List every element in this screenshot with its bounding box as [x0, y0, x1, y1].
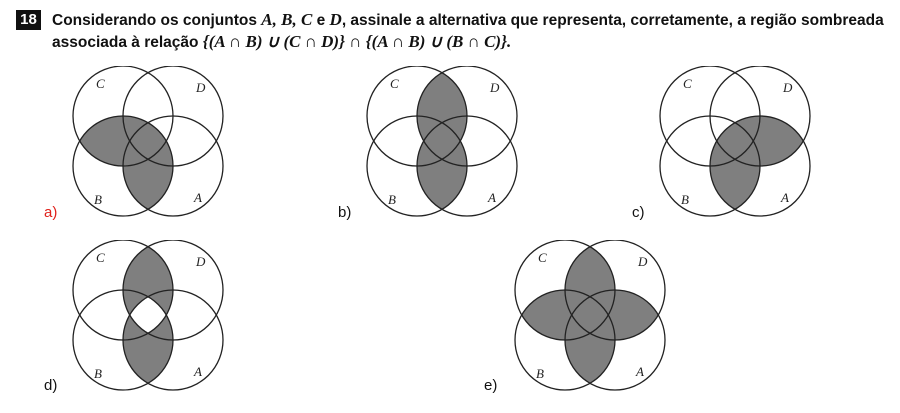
set-label-a: A: [193, 364, 202, 379]
shaded-regions: [521, 246, 659, 384]
set-label-b: B: [94, 192, 102, 207]
set-d: D: [329, 10, 342, 29]
question-text: Considerando os conjuntos A, B, C e D, a…: [52, 9, 900, 53]
set-label-c: C: [683, 76, 692, 91]
set-label-c: C: [390, 76, 399, 91]
shaded-BC: [79, 116, 167, 166]
circle-set-a: [564, 289, 666, 391]
venn-diagram-c[interactable]: C D B A: [655, 66, 815, 218]
circle-set-a: [709, 115, 811, 217]
set-label-a: A: [193, 190, 202, 205]
question-text-end: , assinale a alternativa que representa,…: [52, 12, 884, 51]
question-number: 18: [16, 10, 41, 30]
set-label-c: C: [538, 250, 547, 265]
set-label-d: D: [489, 80, 500, 95]
set-label-b: B: [388, 192, 396, 207]
set-label-a: A: [487, 190, 496, 205]
option-label-e[interactable]: e): [484, 377, 498, 394]
shaded-CD: [417, 72, 467, 160]
venn-diagram-a[interactable]: C D B A: [68, 66, 228, 218]
circle-set-b: [72, 289, 174, 391]
shaded-regions: [417, 72, 467, 210]
set-label-d: D: [782, 80, 793, 95]
set-label-a: A: [635, 364, 644, 379]
option-label-a[interactable]: a): [44, 204, 58, 221]
set-label-c: C: [96, 250, 105, 265]
question-text-start: Considerando os conjuntos: [52, 12, 262, 29]
set-label-a: A: [780, 190, 789, 205]
circle-set-b: [72, 115, 174, 217]
shaded-regions: [710, 116, 804, 210]
venn-diagram-b[interactable]: C D B A: [362, 66, 522, 218]
set-label-d: D: [195, 254, 206, 269]
question-text-and: e: [312, 12, 330, 29]
option-label-b[interactable]: b): [338, 204, 352, 221]
venn-diagram-d[interactable]: C D B A: [68, 240, 228, 392]
shaded-regions: [79, 116, 173, 210]
circle-set-a: [122, 115, 224, 217]
circle-set-b: [659, 115, 761, 217]
set-label-c: C: [96, 76, 105, 91]
circle-set-b: [366, 115, 468, 217]
circle-set-a: [416, 115, 518, 217]
circle-set-b: [514, 289, 616, 391]
set-label-d: D: [637, 254, 648, 269]
relation-formula: {(A ∩ B) ∪ (C ∩ D)} ∩ {(A ∩ B) ∪ (B ∩ C)…: [202, 32, 512, 51]
set-label-b: B: [94, 366, 102, 381]
set-label-b: B: [681, 192, 689, 207]
sets-abc: A, B, C: [261, 10, 313, 29]
circle-set-a: [122, 289, 224, 391]
set-label-b: B: [536, 366, 544, 381]
option-label-c[interactable]: c): [632, 204, 645, 221]
option-label-d[interactable]: d): [44, 377, 58, 394]
shaded-AD: [571, 290, 659, 340]
set-label-d: D: [195, 80, 206, 95]
venn-diagram-e[interactable]: C D B A: [510, 240, 670, 392]
shaded-AD: [716, 116, 804, 166]
